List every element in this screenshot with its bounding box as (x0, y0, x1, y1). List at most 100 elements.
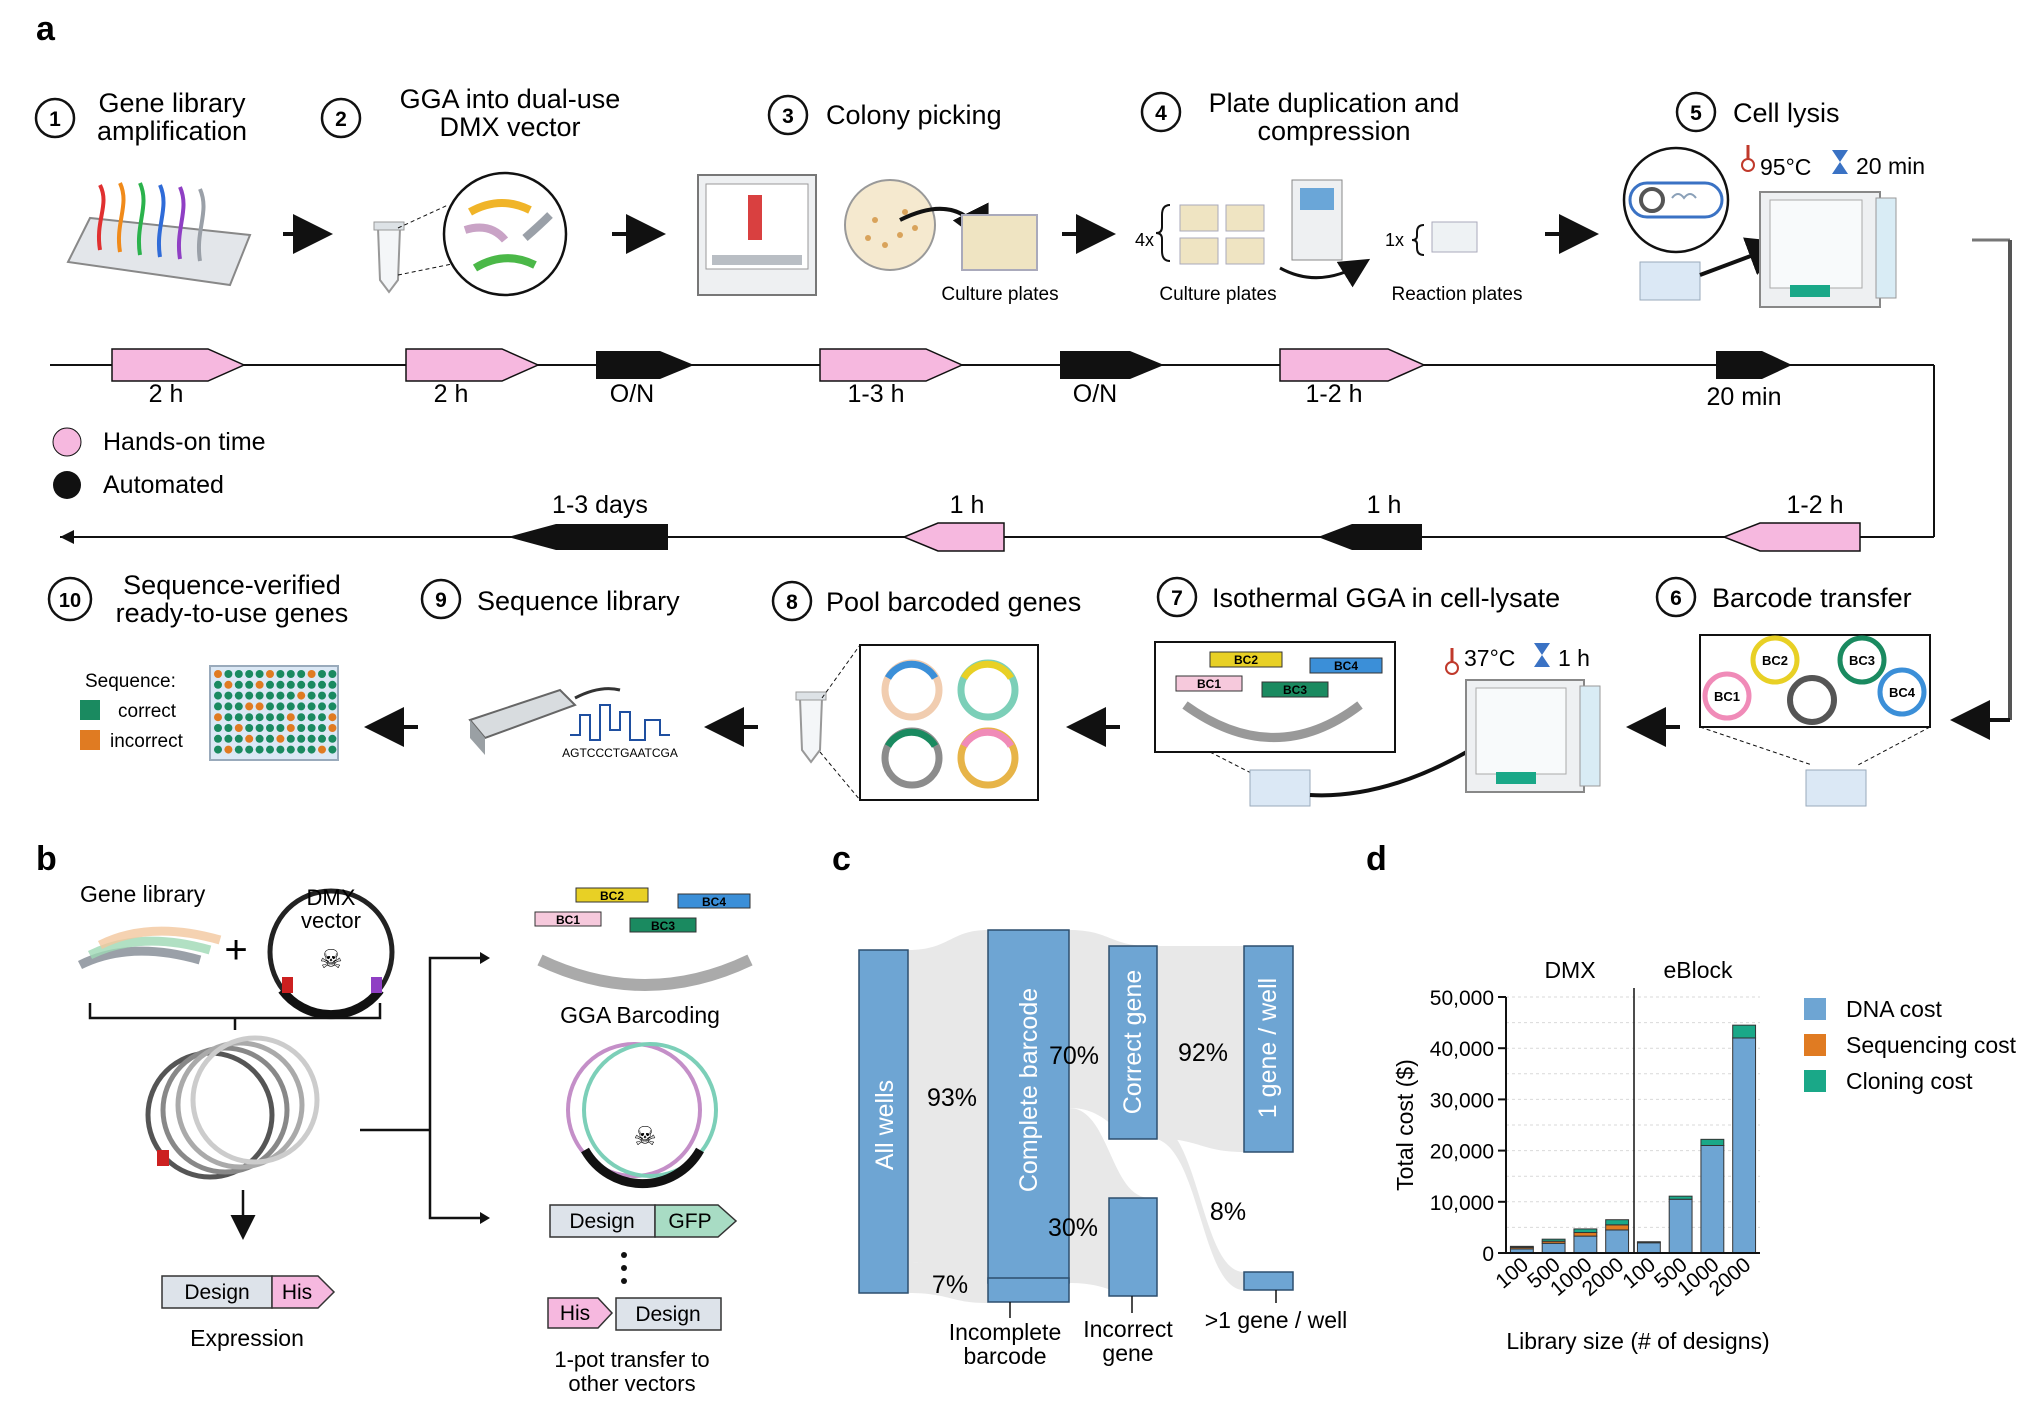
svg-text:BC1: BC1 (556, 913, 580, 927)
bar-segment (1700, 1138, 1725, 1146)
plate-well (245, 670, 254, 678)
step-1: 1 Gene library amplification (34, 88, 247, 146)
plate-well (234, 713, 243, 722)
plate-well (266, 734, 274, 743)
panel-b: Gene library + DMX vector ☠ Design His E… (77, 881, 753, 1396)
step-3-title: Colony picking (826, 100, 1002, 130)
plate-well (318, 713, 326, 722)
step-5: 5 Cell lysis (1675, 91, 1840, 133)
svg-text:7: 7 (1171, 587, 1183, 610)
group-label-eblock: eBlock (1663, 957, 1733, 983)
connector-right (1933, 238, 2012, 740)
step-6-title: Barcode transfer (1712, 583, 1912, 613)
flow-correct: 70% (1049, 1042, 1099, 1070)
plate-result-illustration: Sequence: correct incorrect (80, 665, 339, 761)
gene-library-illustration (66, 182, 252, 287)
plate-well (307, 691, 316, 700)
plate-well (297, 680, 306, 689)
plate-well (276, 724, 285, 732)
plate-well (214, 713, 222, 722)
plate-well (234, 670, 243, 678)
plate-well (266, 724, 274, 732)
svg-text:9: 9 (435, 589, 447, 612)
time-step-8: 1 h (950, 491, 985, 519)
time-step-4: 1-2 h (1306, 380, 1363, 408)
node-incorrect-2: gene (1102, 1340, 1153, 1366)
culture-plates-label-2: Culture plates (1159, 284, 1276, 305)
step-2-title: GGA into dual-use (400, 84, 621, 114)
plate-well (255, 670, 264, 678)
plate-well (266, 702, 274, 711)
plate-well (234, 745, 243, 754)
svg-text:2: 2 (335, 108, 347, 131)
skull-icon-2: ☠ (633, 1121, 656, 1151)
legend-label: Cloning cost (1846, 1068, 1973, 1094)
plate-well (307, 702, 316, 711)
gfp-tag: GFP (668, 1210, 711, 1233)
bar-segment (1668, 1198, 1693, 1254)
svg-text:BC1: BC1 (1714, 689, 1740, 704)
mult-4x-label: 4x (1135, 230, 1154, 250)
step-7-title: Isothermal GGA in cell-lysate (1212, 583, 1560, 613)
time-step-1: 2 h (149, 380, 184, 408)
step-8-title: Pool barcoded genes (826, 587, 1081, 617)
plate-well (234, 724, 243, 732)
bar-segment (1573, 1232, 1598, 1237)
time-step-2b: O/N (610, 380, 654, 408)
incorrect-label: incorrect (110, 731, 184, 752)
time-step-3: 1-3 h (848, 380, 905, 408)
plate-well (245, 691, 254, 700)
plate-well (214, 702, 222, 711)
vector-label-2: vector (301, 908, 361, 933)
legend-swatch (1804, 998, 1826, 1020)
cell-lysis-illustration: 95°C 20 min (1622, 145, 1925, 308)
bar-segment (1605, 1224, 1630, 1231)
plate-well (234, 680, 243, 689)
plate-well (266, 691, 274, 700)
plate-well (234, 734, 243, 743)
transfer-label-2: other vectors (568, 1371, 695, 1396)
expression-label: Expression (190, 1325, 304, 1351)
flow-incomplete: 7% (932, 1271, 968, 1299)
legend-automated: Automated (103, 471, 224, 499)
bar-segment (1700, 1144, 1725, 1254)
transfer-label-1: 1-pot transfer to (554, 1347, 709, 1372)
plate-well (307, 713, 316, 722)
mult-1x-label: 1x (1385, 230, 1404, 250)
y-tick-label: 50,000 (1430, 987, 1494, 1010)
node-incorrect-1: Incorrect (1083, 1316, 1173, 1342)
plate-well (328, 702, 337, 711)
plate-well (224, 702, 233, 711)
correct-label: correct (118, 701, 177, 722)
node-all-wells: All wells (871, 1080, 899, 1170)
plate-well (214, 691, 222, 700)
svg-text:3: 3 (782, 105, 794, 128)
barcode-transfer-illustration: BC1 BC2 BC3 BC4 (1699, 634, 1931, 807)
timeline-bottom: 1-2 h 1 h 1 h 1-3 days (60, 491, 1934, 552)
plate-well (276, 680, 285, 689)
node-correct-gene: Correct gene (1119, 970, 1147, 1115)
y-tick-label: 20,000 (1430, 1141, 1494, 1164)
group-label-dmx: DMX (1544, 957, 1595, 983)
bar-segment (1509, 1245, 1534, 1248)
lysis-temp: 95°C (1760, 154, 1811, 180)
plate-well (318, 734, 326, 743)
step-10: 10 Sequence-verified ready-to-use genes (47, 570, 348, 628)
panel-c-sankey: All wells Complete barcode Correct gene … (858, 929, 1347, 1369)
plate-well (276, 745, 285, 754)
plate-well (224, 734, 233, 743)
plate-well (318, 670, 326, 678)
plate-well (234, 702, 243, 711)
svg-text:BC1: BC1 (1197, 677, 1221, 691)
plate-well (234, 691, 243, 700)
svg-text:BC2: BC2 (1234, 653, 1258, 667)
plate-well (214, 745, 222, 754)
y-tick-label: 0 (1482, 1243, 1494, 1266)
plate-well (214, 724, 222, 732)
plate-well (255, 734, 264, 743)
plate-well (328, 734, 337, 743)
plate-well (286, 691, 295, 700)
panel-label-c: c (832, 840, 851, 878)
lysis-time: 20 min (1856, 153, 1925, 179)
